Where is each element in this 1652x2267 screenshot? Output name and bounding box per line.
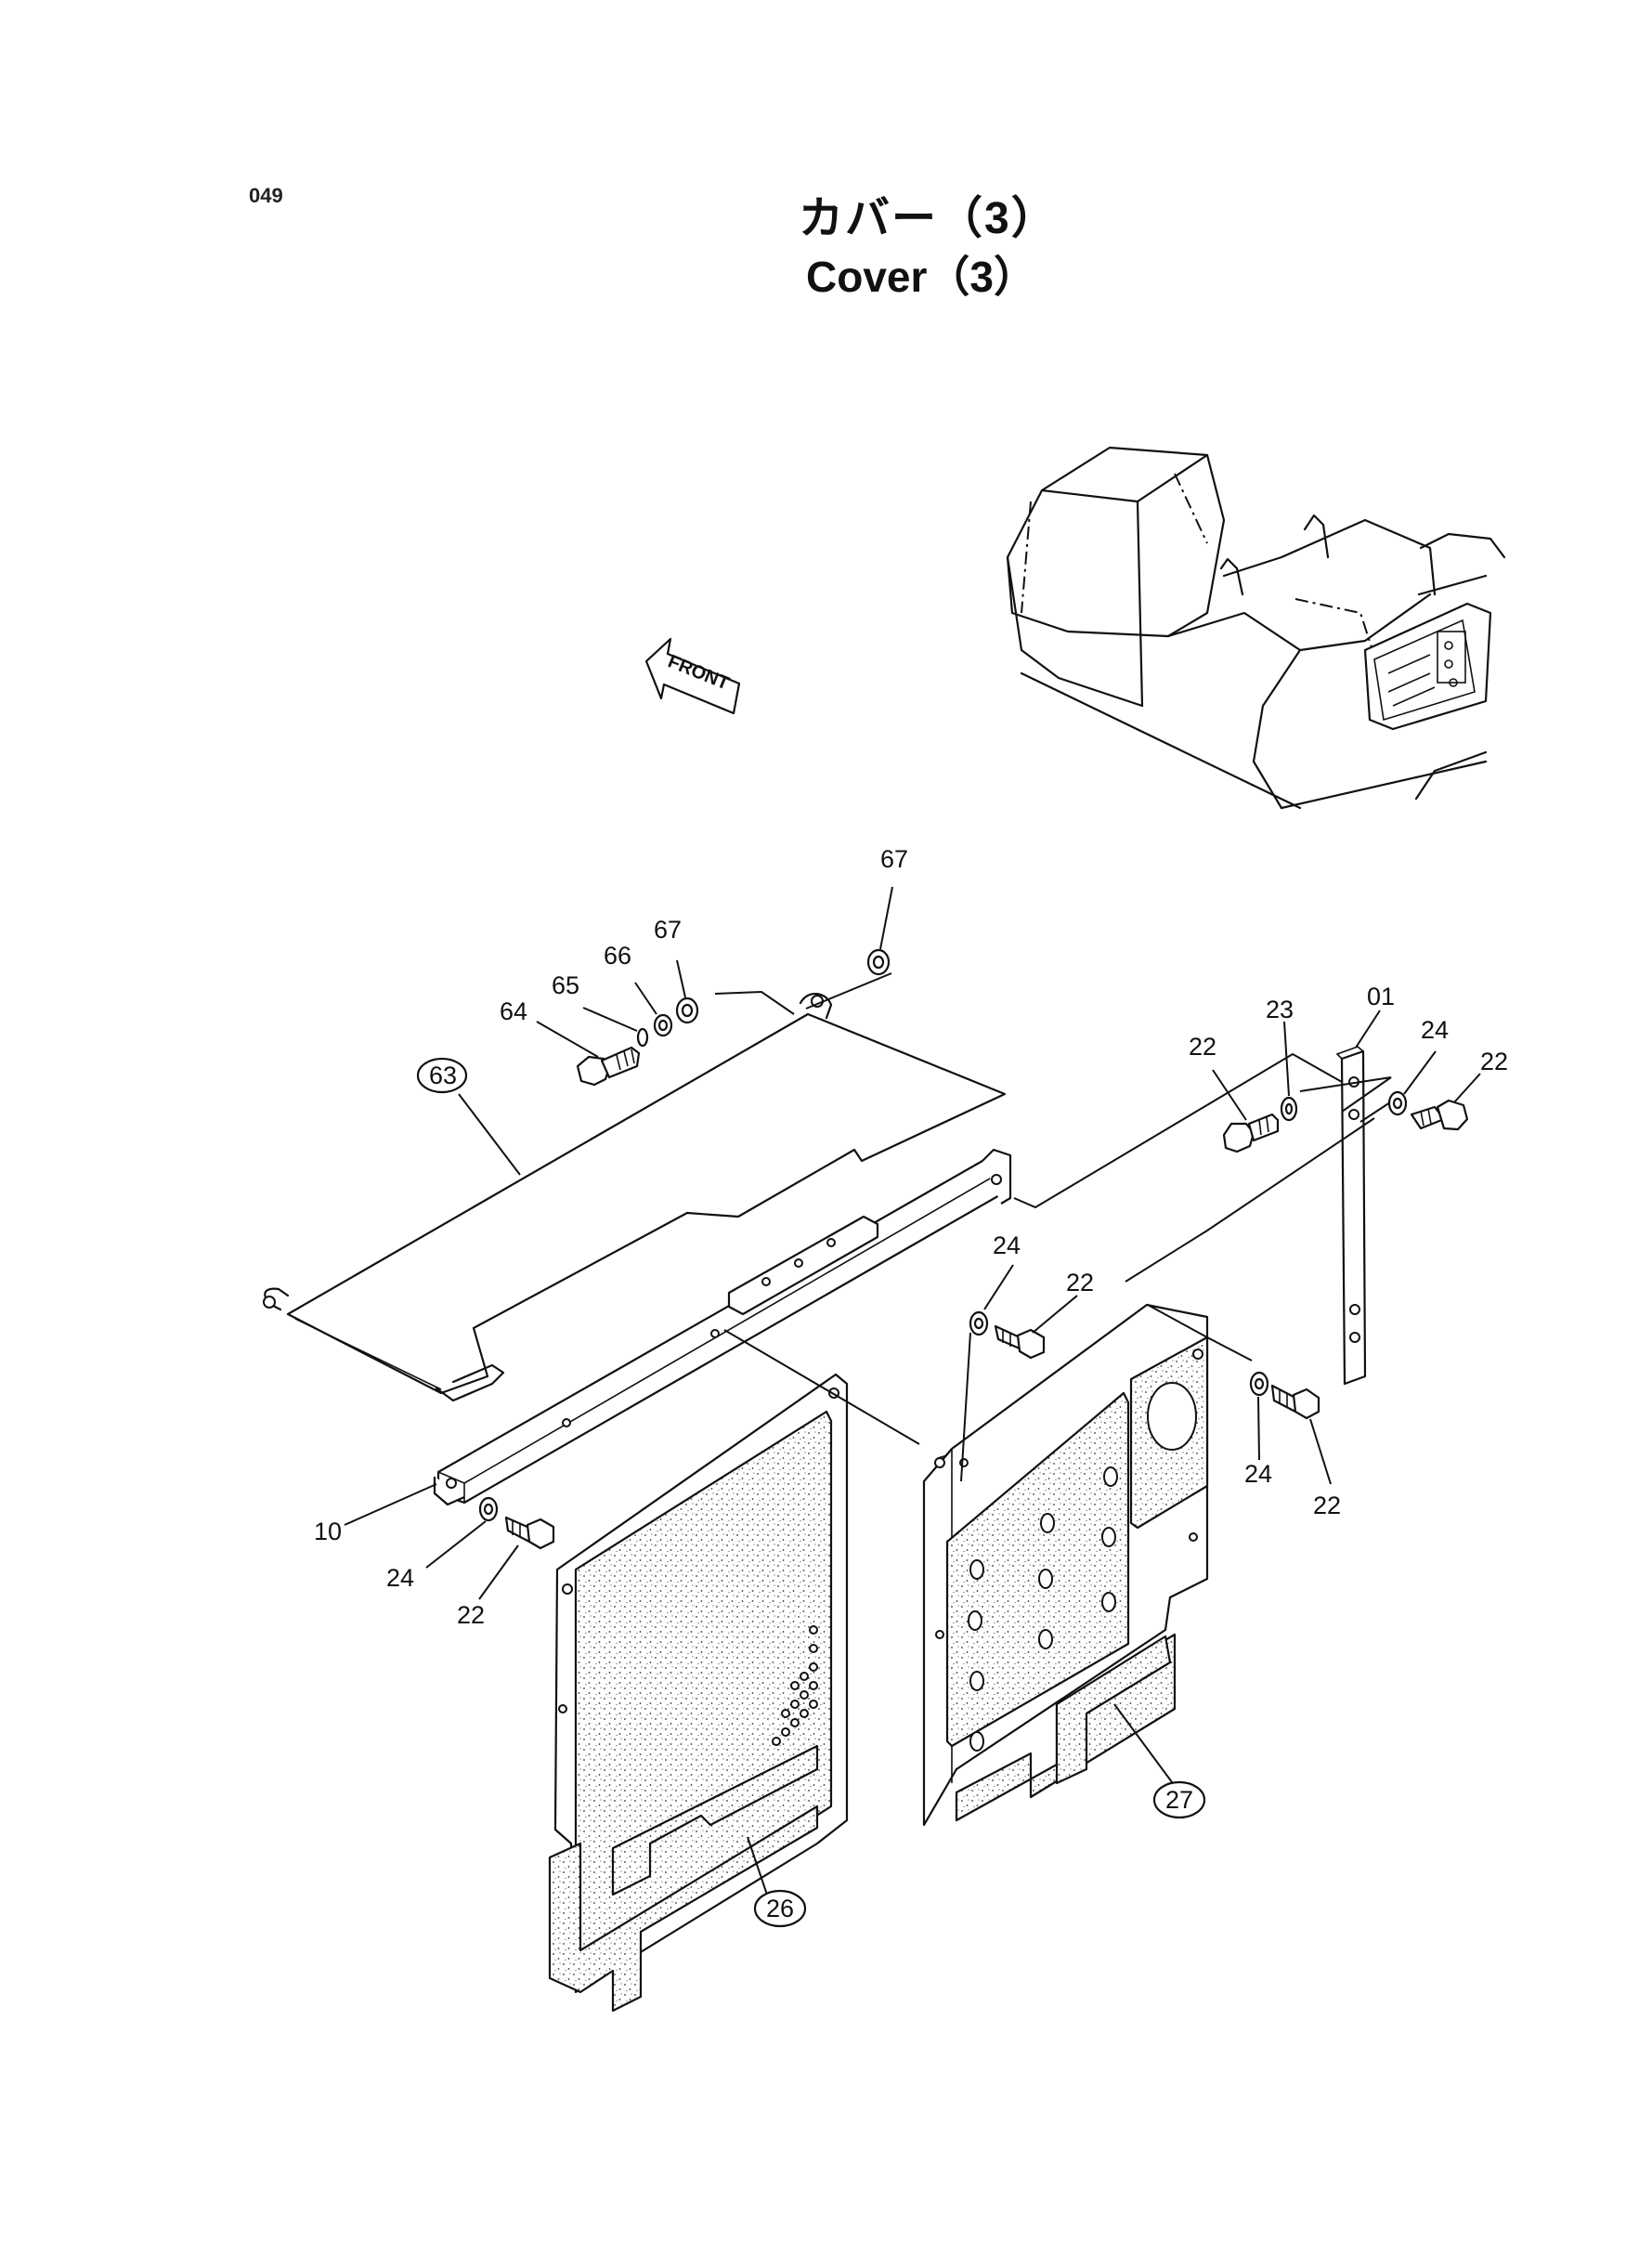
callout-26-circle: 26 <box>753 1889 807 1928</box>
callout-24-right: 24 <box>1244 1460 1272 1488</box>
svg-text:27: 27 <box>1165 1786 1193 1814</box>
machine-overview-illustration <box>1006 446 1506 810</box>
callout-labels: 67 67 66 65 64 63 23 01 24 22 22 24 22 2… <box>314 845 1508 1928</box>
svg-text:63: 63 <box>429 1062 457 1089</box>
front-direction-arrow: FRONT <box>644 637 741 715</box>
callout-22-lower-left: 22 <box>457 1601 485 1629</box>
bolt-22-right <box>1270 1384 1320 1420</box>
page-title-english: Cover（3） <box>806 253 1036 301</box>
page-title-japanese: カバー（3） <box>799 194 1058 243</box>
bolt-22-upper-right <box>1410 1099 1469 1131</box>
spring-washer-65 <box>636 1027 649 1048</box>
callout-66: 66 <box>604 942 631 970</box>
assembly-lines <box>714 972 1394 1482</box>
washer-66 <box>653 1013 673 1037</box>
washer-23 <box>1280 1096 1298 1122</box>
washer-67-lower <box>675 997 699 1024</box>
bolt-64 <box>576 1046 641 1087</box>
rail-bracket <box>433 1148 1012 1506</box>
washer-24-right <box>1249 1371 1269 1397</box>
callout-64: 64 <box>500 997 527 1025</box>
washer-67-upper <box>866 948 891 976</box>
washer-24-middle <box>969 1310 989 1336</box>
callout-24-middle: 24 <box>993 1231 1021 1259</box>
callout-01: 01 <box>1367 983 1395 1010</box>
callout-22-right: 22 <box>1313 1492 1341 1519</box>
callout-65: 65 <box>552 971 579 999</box>
top-cover-plate <box>263 993 1007 1402</box>
right-side-cover-panel <box>922 1303 1209 1827</box>
bolt-22-upper-left <box>1222 1113 1280 1153</box>
callout-24-lower-left: 24 <box>386 1564 414 1592</box>
callout-22-upper-left: 22 <box>1189 1033 1216 1061</box>
callout-67-lower: 67 <box>654 916 682 944</box>
callout-27-circle: 27 <box>1152 1780 1206 1819</box>
callout-23: 23 <box>1266 996 1294 1023</box>
strip-bracket <box>1335 1046 1367 1386</box>
right-cover-bolt-holes <box>968 1466 1118 1752</box>
svg-text:26: 26 <box>766 1895 794 1922</box>
washer-24-lower-left <box>478 1496 499 1522</box>
left-side-cover-panel <box>548 1373 849 2013</box>
left-cover-vent-holes <box>772 1625 818 1746</box>
page-number: 049 <box>249 184 283 207</box>
callout-24-upper-right: 24 <box>1421 1016 1449 1044</box>
callout-10: 10 <box>314 1518 342 1545</box>
bolt-22-lower-left <box>504 1516 555 1550</box>
leader-lines <box>344 886 1481 1901</box>
washer-24-upper-right <box>1387 1090 1408 1116</box>
callout-67-upper: 67 <box>880 845 908 873</box>
callout-63-circle: 63 <box>416 1057 468 1094</box>
callout-22-middle: 22 <box>1066 1269 1094 1296</box>
callout-22-upper-right: 22 <box>1480 1048 1508 1075</box>
bolt-22-middle <box>994 1324 1046 1360</box>
